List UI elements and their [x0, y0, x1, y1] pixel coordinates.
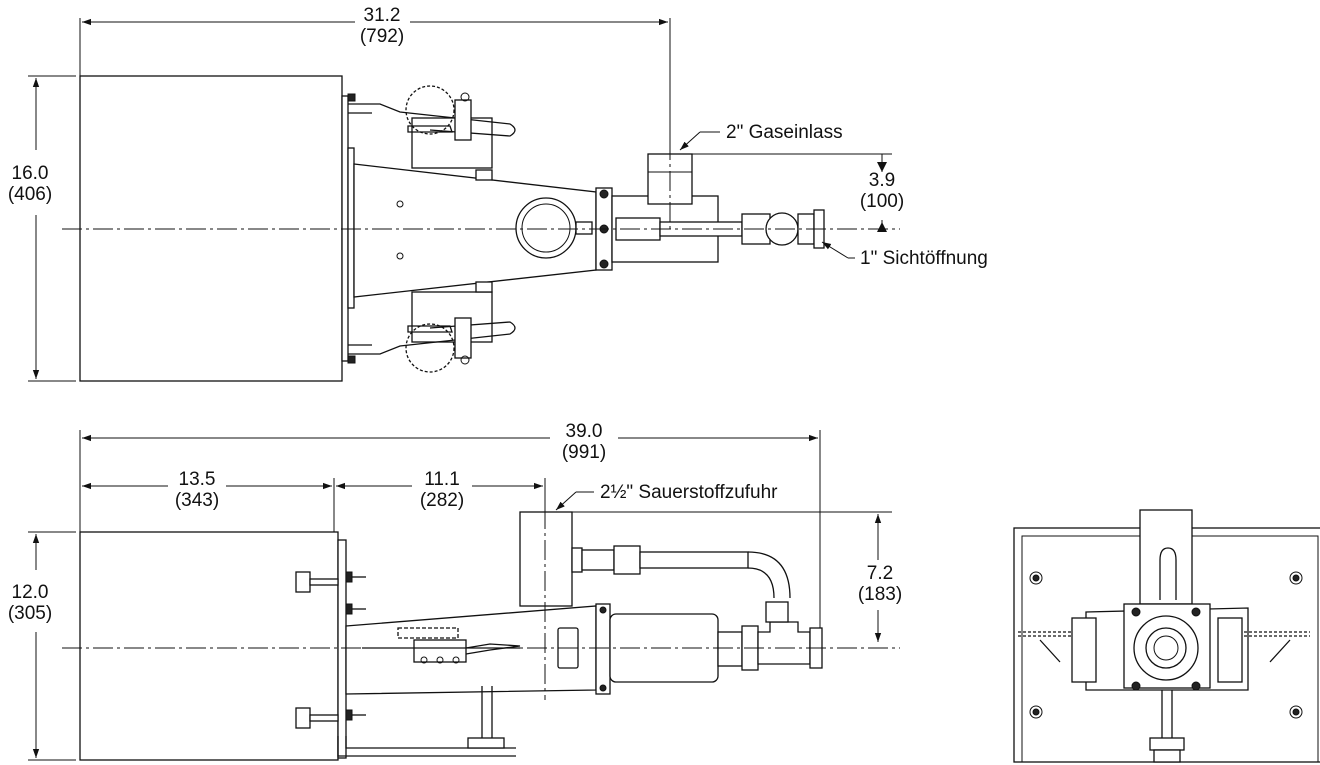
- dim-width-metric: (792): [360, 26, 404, 47]
- flange-side: [595, 603, 611, 695]
- dimension-height-side: 12.0 (305): [8, 534, 52, 758]
- dim-inlet-height-metric: (183): [858, 584, 902, 605]
- side-view: 39.0 (991) 13.5 (343) 11.1 (282) 12.0 (3…: [8, 421, 902, 761]
- dim-offset-metric: (100): [860, 191, 904, 212]
- dim-width-value: 31.2: [364, 5, 401, 26]
- dimension-height-top: 16.0 (406): [8, 78, 52, 379]
- label-sight-port: 1" Sichtöffnung: [821, 241, 988, 269]
- dim-height-side-metric: (305): [8, 603, 52, 624]
- top-view: 31.2 (792) 16.0 (406) 3.9 (100): [8, 5, 988, 382]
- dim-height-metric: (406): [8, 184, 52, 205]
- clamp-upper: [348, 85, 516, 141]
- dim-body-value: 13.5: [179, 469, 216, 490]
- dim-offset-value: 3.9: [869, 170, 895, 191]
- gas-inlet-text: 2" Gaseinlass: [726, 122, 843, 143]
- dimension-offset-side: 11.1 (282): [336, 469, 543, 511]
- dim-offset-side-value: 11.1: [424, 469, 460, 490]
- sight-port-text: 1" Sichtöffnung: [860, 248, 988, 269]
- dim-height-side-value: 12.0: [12, 582, 49, 603]
- flange-bolts: [347, 93, 372, 364]
- dimension-width-top: 31.2 (792): [82, 5, 668, 47]
- dimension-total-side: 39.0 (991): [82, 421, 818, 463]
- dimension-offset-top: 3.9 (100): [860, 154, 904, 232]
- clamp-lower: [348, 317, 516, 373]
- dimension-inlet-height-side: 7.2 (183): [858, 514, 902, 642]
- studs-side: [295, 571, 366, 729]
- front-inlet: [1139, 509, 1193, 605]
- oxygen-supply-text: 2½" Sauerstoffzufuhr: [600, 482, 778, 503]
- dimension-body-side: 13.5 (343): [82, 469, 332, 511]
- dim-total-metric: (991): [562, 442, 606, 463]
- front-view: [1013, 509, 1320, 763]
- label-gas-inlet: 2" Gaseinlass: [679, 122, 843, 151]
- housing-side: [79, 531, 339, 761]
- dim-offset-side-metric: (282): [420, 490, 464, 511]
- label-oxygen-supply: 2½" Sauerstoffzufuhr: [555, 482, 778, 511]
- sight-glass-top: [515, 197, 593, 259]
- dim-total-value: 39.0: [566, 421, 603, 442]
- dim-height-value: 16.0: [12, 163, 49, 184]
- dim-inlet-height-value: 7.2: [867, 563, 893, 584]
- oxygen-inlet-block: [519, 511, 573, 607]
- dim-body-metric: (343): [175, 490, 219, 511]
